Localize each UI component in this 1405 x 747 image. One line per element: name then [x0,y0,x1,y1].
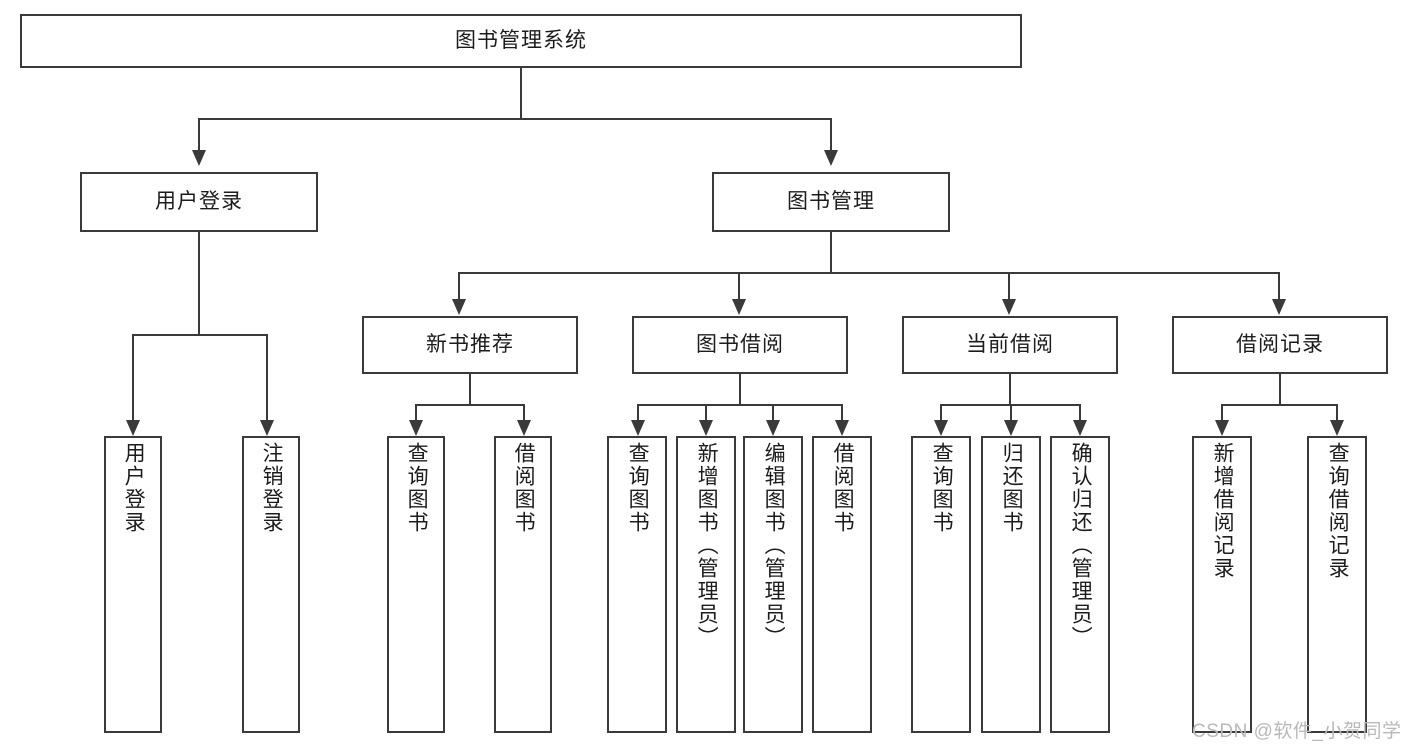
node-label: 查询图书 [930,442,954,534]
connector-bb-to-leaf-0 [637,404,639,420]
leaf-user-login-1[interactable]: 注销登录 [242,436,300,733]
node-label: 借阅记录 [1236,333,1324,357]
node-label: 新书推荐 [426,333,514,357]
leaf-current-borrow-1[interactable]: 归还图书 [981,436,1041,733]
node-new-book-recommend[interactable]: 新书推荐 [362,316,578,374]
arrowhead-bb-leaf-1 [699,420,713,436]
node-label: 注销登录 [260,442,284,534]
arrowhead-bb-leaf-2 [766,420,780,436]
node-label: 确认归还（管理员） [1069,442,1093,649]
connector-book-borrow-stem [739,374,741,406]
arrowhead-br-leaf-0 [1215,420,1229,436]
arrowhead-bb-leaf-0 [631,420,645,436]
connector-book-management-bus [458,272,1280,274]
connector-borrow-record-bus [1221,404,1338,406]
node-label: 查询图书 [405,442,429,534]
connector-cb-to-leaf-2 [1079,404,1081,420]
connector-user-login-bus [132,334,266,336]
leaf-current-borrow-0[interactable]: 查询图书 [911,436,971,733]
connector-bm-to-borrow-record [1278,272,1280,299]
node-user-login[interactable]: 用户登录 [80,172,318,232]
arrowhead-nb-leaf-0 [409,420,423,436]
leaf-book-borrow-0[interactable]: 查询图书 [607,436,667,733]
arrowhead-cb-leaf-0 [934,420,948,436]
node-label: 编辑图书（管理员） [762,442,786,649]
arrowhead-new-book-recommend [452,299,466,315]
arrowhead-cb-leaf-2 [1073,420,1087,436]
arrowhead-borrow-record [1272,299,1286,315]
connector-bb-to-leaf-1 [705,404,707,420]
arrowhead-bb-leaf-3 [835,420,849,436]
arrowhead-user-login-leaf-0 [126,420,140,436]
node-book-borrow[interactable]: 图书借阅 [632,316,848,374]
connector-cb-to-leaf-1 [1010,404,1012,420]
node-label: 查询图书 [626,442,650,534]
connector-bm-to-book-borrow [738,272,740,299]
arrowhead-book-borrow [732,299,746,315]
node-label: 图书管理 [787,190,875,214]
arrowhead-br-leaf-1 [1330,420,1344,436]
arrowhead-user-login [192,150,206,166]
connector-bm-to-new-book [458,272,460,299]
node-current-borrow[interactable]: 当前借阅 [902,316,1118,374]
connector-new-book-stem [469,374,471,406]
node-label: 当前借阅 [966,333,1054,357]
csdn-watermark: CSDN @软件_小贺同学 [1192,721,1402,742]
arrowhead-cb-leaf-1 [1004,420,1018,436]
connector-user-login-to-leaf-1 [266,334,268,420]
arrowhead-current-borrow [1002,299,1016,315]
connector-user-login-stem [198,232,200,336]
connector-root-stem [520,68,522,120]
node-root-book-management-system[interactable]: 图书管理系统 [20,14,1022,68]
connector-root-to-user-login [198,118,200,150]
arrowhead-book-management [824,150,838,166]
leaf-borrow-record-1[interactable]: 查询借阅记录 [1307,436,1367,733]
arrowhead-user-login-leaf-1 [260,420,274,436]
connector-user-login-to-leaf-0 [132,334,134,420]
node-label: 借阅图书 [831,442,855,534]
node-label: 用户登录 [155,190,243,214]
node-label: 借阅图书 [512,442,536,534]
node-book-management[interactable]: 图书管理 [712,172,950,232]
connector-nb-to-leaf-0 [415,404,417,420]
leaf-current-borrow-2[interactable]: 确认归还（管理员） [1050,436,1110,733]
connector-root-bus [198,118,832,120]
leaf-book-borrow-1[interactable]: 新增图书（管理员） [676,436,736,733]
node-label: 新增图书（管理员） [695,442,719,649]
connector-book-management-stem [830,232,832,274]
connector-book-borrow-bus [637,404,843,406]
connector-borrow-record-stem [1279,374,1281,406]
connector-br-to-leaf-1 [1336,404,1338,420]
connector-root-to-book-management [830,118,832,150]
node-label: 新增借阅记录 [1211,442,1235,580]
node-borrow-record[interactable]: 借阅记录 [1172,316,1388,374]
connector-nb-to-leaf-1 [523,404,525,420]
leaf-new-book-recommend-1[interactable]: 借阅图书 [494,436,552,733]
node-label: 图书管理系统 [455,29,587,53]
connector-new-book-bus [415,404,525,406]
arrowhead-nb-leaf-1 [517,420,531,436]
connector-current-borrow-stem [1009,374,1011,406]
connector-br-to-leaf-0 [1221,404,1223,420]
node-label: 查询借阅记录 [1326,442,1350,580]
leaf-borrow-record-0[interactable]: 新增借阅记录 [1192,436,1252,733]
leaf-new-book-recommend-0[interactable]: 查询图书 [387,436,445,733]
leaf-book-borrow-2[interactable]: 编辑图书（管理员） [743,436,803,733]
connector-bb-to-leaf-2 [772,404,774,420]
connector-bm-to-current-borrow [1008,272,1010,299]
connector-cb-to-leaf-0 [940,404,942,420]
leaf-book-borrow-3[interactable]: 借阅图书 [812,436,872,733]
connector-bb-to-leaf-3 [841,404,843,420]
node-label: 用户登录 [122,442,146,534]
node-label: 图书借阅 [696,333,784,357]
leaf-user-login-0[interactable]: 用户登录 [104,436,162,733]
node-label: 归还图书 [1000,442,1024,534]
